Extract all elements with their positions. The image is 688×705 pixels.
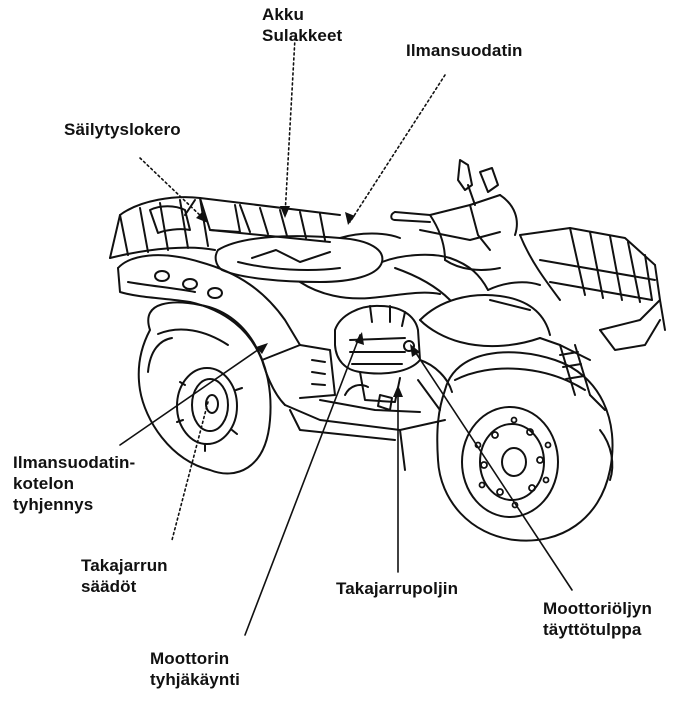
front-suspension (560, 345, 605, 410)
leader-lines (120, 38, 572, 635)
label-ilmansuodatin-kotelo-line2: kotelon (13, 473, 135, 494)
body (300, 255, 590, 360)
label-ilmansuodatin: Ilmansuodatin (406, 40, 523, 61)
label-takajarrun-line1: Takajarrun (81, 555, 168, 576)
rear-rack (110, 197, 340, 258)
label-tyhjakaynti-line2: tyhjäkäynti (150, 669, 240, 690)
label-ilmansuodatin-kotelo-line1: Ilmansuodatin- (13, 452, 135, 473)
label-takajarrun-saadot: Takajarrun säädöt (81, 555, 168, 597)
rear-fender (118, 255, 300, 405)
label-sailytyslokero: Säilytyslokero (64, 119, 181, 140)
label-oljy-line1: Moottoriöljyn (543, 598, 652, 619)
label-moottorioljyn: Moottoriöljyn täyttötulppa (543, 598, 652, 640)
label-ilmansuodatin-kotelo-line3: tyhjennys (13, 494, 135, 515)
label-takajarrupoljin: Takajarrupoljin (336, 578, 458, 599)
label-moottorin-tyhjakaynti: Moottorin tyhjäkäynti (150, 648, 240, 690)
label-ilmansuodatin-kotelo: Ilmansuodatin- kotelon tyhjennys (13, 452, 135, 515)
label-akku: Akku (262, 4, 342, 25)
engine (300, 306, 452, 412)
label-tyhjakaynti-line1: Moottorin (150, 648, 240, 669)
label-akku-sulakkeet: Akku Sulakkeet (262, 4, 342, 46)
rear-wheel (139, 303, 271, 474)
label-oljy-line2: täyttötulppa (543, 619, 652, 640)
handlebar (391, 160, 517, 270)
front-rack (520, 228, 665, 350)
label-takajarrun-line2: säädöt (81, 576, 168, 597)
label-sulakkeet: Sulakkeet (262, 25, 342, 46)
